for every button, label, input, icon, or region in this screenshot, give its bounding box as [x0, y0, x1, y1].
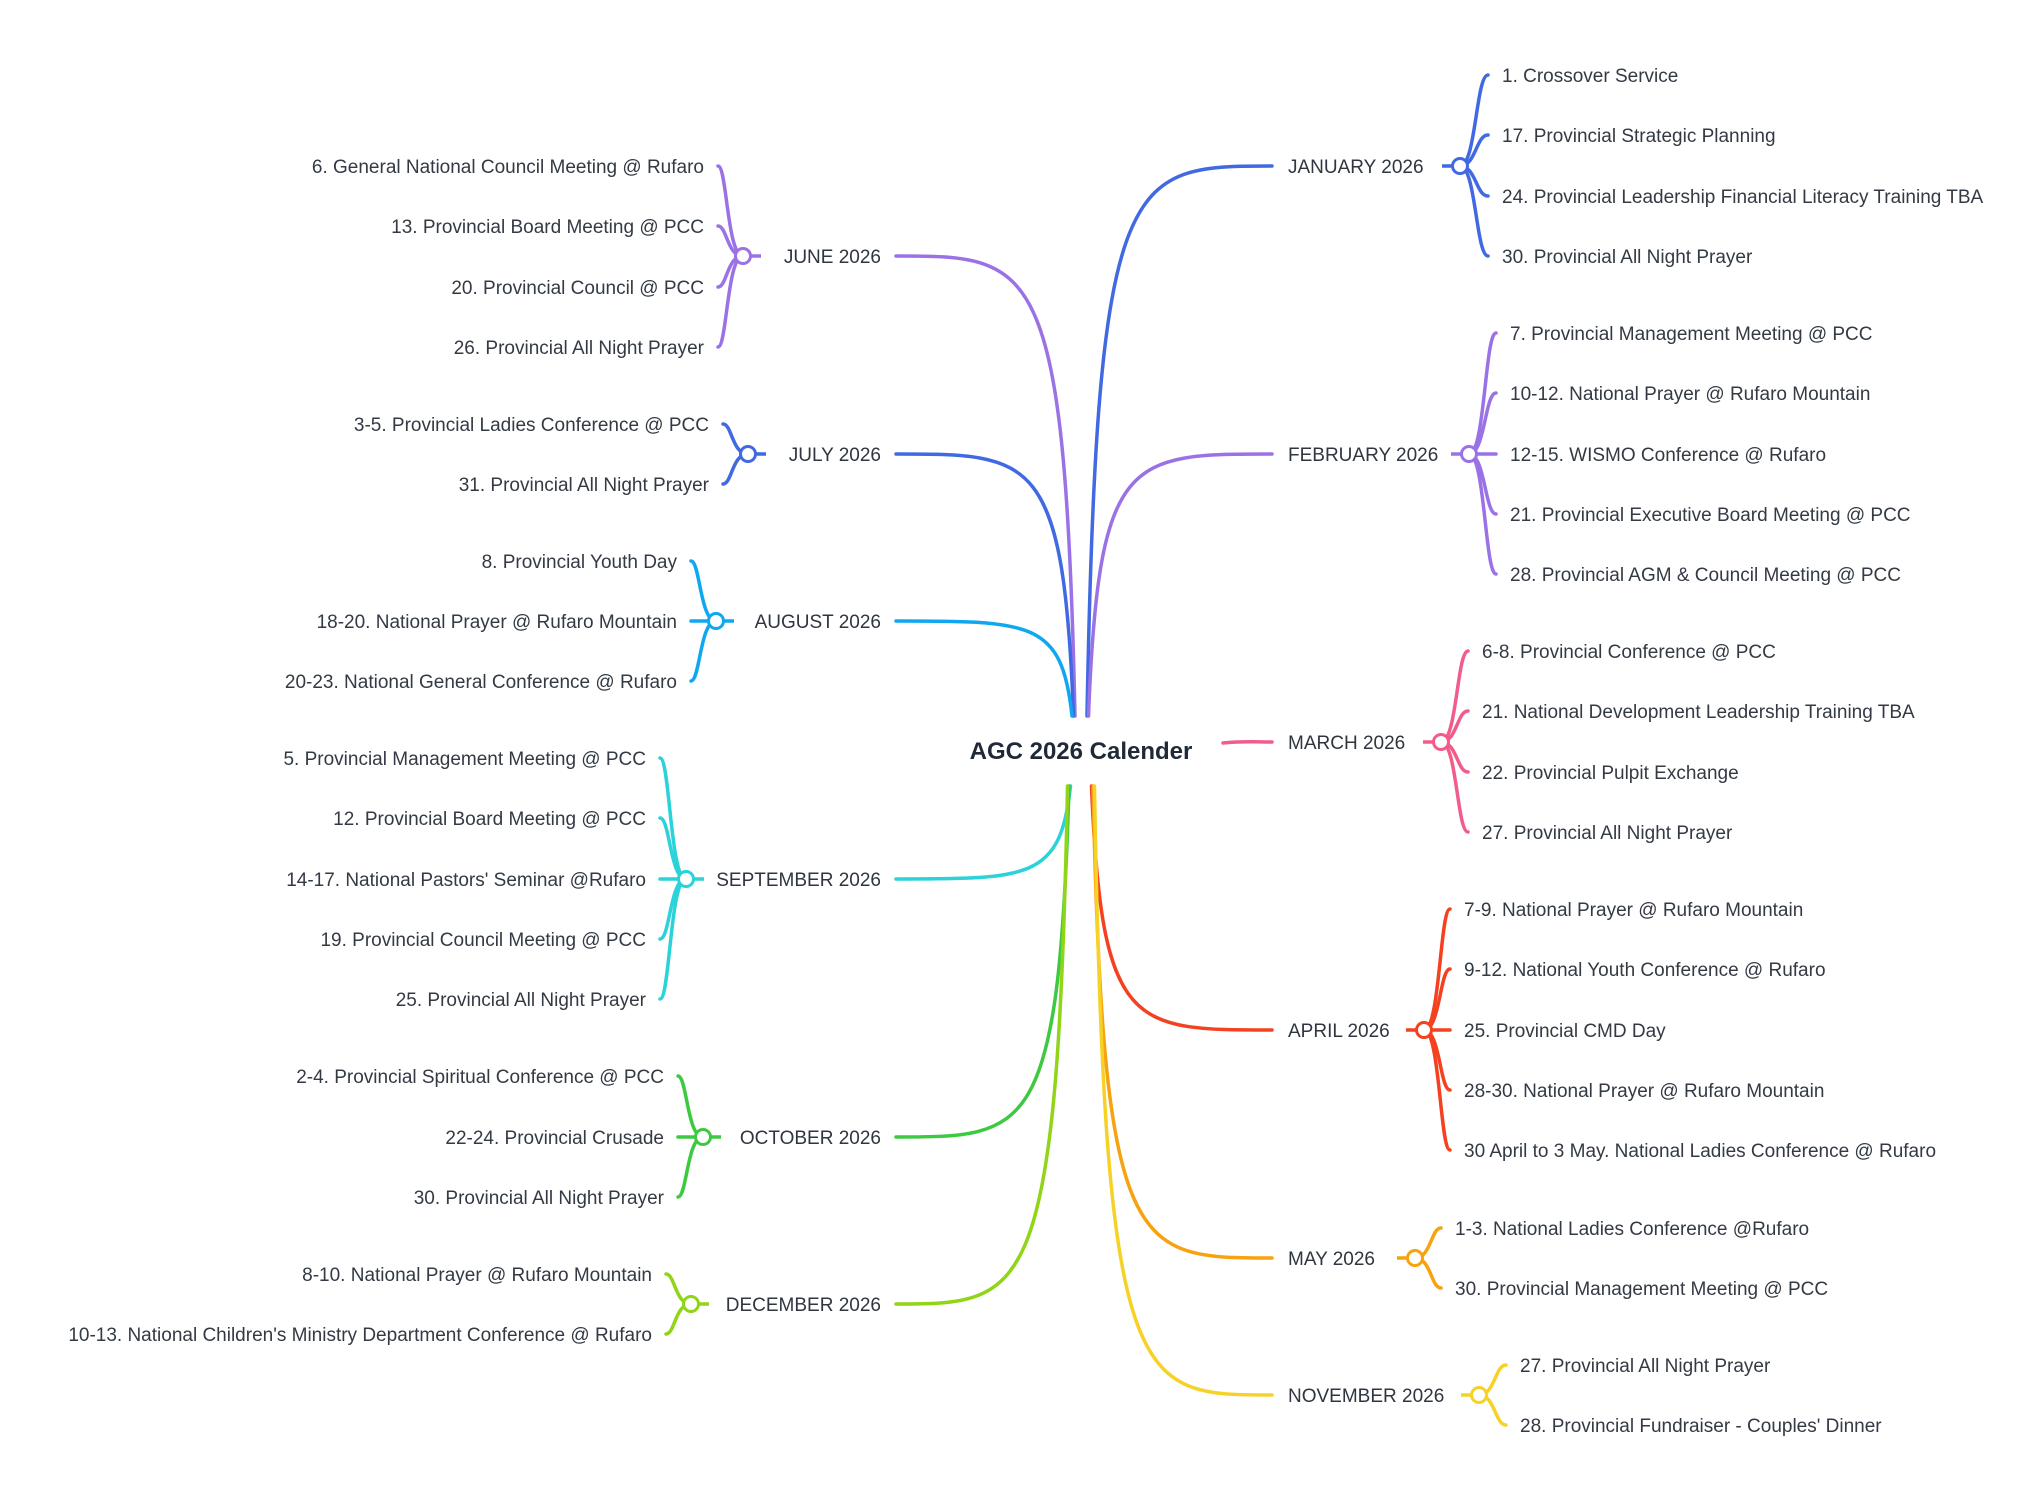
collapse-toggle-dec[interactable] — [682, 1295, 700, 1313]
event-item-feb-2[interactable]: 12-15. WISMO Conference @ Rufaro — [1510, 445, 1826, 466]
collapse-toggle-nov[interactable] — [1470, 1386, 1488, 1404]
branch-connector-mar — [1221, 740, 1274, 745]
branch-connector-sep — [894, 784, 1073, 881]
event-item-feb-3[interactable]: 21. Provincial Executive Board Meeting @… — [1510, 505, 1911, 526]
collapse-toggle-may[interactable] — [1406, 1249, 1424, 1267]
month-node-aug[interactable]: AUGUST 2026 — [755, 612, 881, 633]
event-connector-jun-0 — [716, 164, 745, 258]
branch-connector-feb — [1086, 452, 1274, 718]
month-node-jan[interactable]: JANUARY 2026 — [1288, 157, 1424, 178]
event-item-aug-0[interactable]: 8. Provincial Youth Day — [482, 552, 678, 573]
event-item-sep-0[interactable]: 5. Provincial Management Meeting @ PCC — [283, 749, 646, 770]
event-item-mar-0[interactable]: 6-8. Provincial Conference @ PCC — [1482, 642, 1776, 663]
collapse-toggle-apr[interactable] — [1415, 1021, 1433, 1039]
collapse-toggle-jul[interactable] — [739, 445, 757, 463]
month-node-mar[interactable]: MARCH 2026 — [1288, 733, 1405, 754]
event-connector-aug-2 — [689, 619, 718, 683]
event-item-sep-3[interactable]: 19. Provincial Council Meeting @ PCC — [320, 930, 646, 951]
collapse-toggle-mar[interactable] — [1432, 733, 1450, 751]
collapse-toggle-jun[interactable] — [734, 247, 752, 265]
event-item-jan-2[interactable]: 24. Provincial Leadership Financial Lite… — [1502, 187, 1984, 208]
month-node-oct[interactable]: OCTOBER 2026 — [740, 1128, 881, 1149]
event-item-mar-2[interactable]: 22. Provincial Pulpit Exchange — [1482, 763, 1739, 784]
month-node-jun[interactable]: JUNE 2026 — [784, 247, 881, 268]
event-item-apr-4[interactable]: 30 April to 3 May. National Ladies Confe… — [1464, 1141, 1936, 1162]
collapse-toggle-sep[interactable] — [677, 870, 695, 888]
event-item-jun-3[interactable]: 26. Provincial All Night Prayer — [454, 338, 705, 359]
event-item-may-1[interactable]: 30. Provincial Management Meeting @ PCC — [1455, 1279, 1828, 1300]
collapse-toggle-feb[interactable] — [1460, 445, 1478, 463]
event-item-dec-1[interactable]: 10-13. National Children's Ministry Depa… — [68, 1325, 652, 1346]
month-node-jul[interactable]: JULY 2026 — [789, 445, 881, 466]
event-item-oct-2[interactable]: 30. Provincial All Night Prayer — [414, 1188, 665, 1209]
event-item-apr-2[interactable]: 25. Provincial CMD Day — [1464, 1021, 1666, 1042]
month-node-dec[interactable]: DECEMBER 2026 — [726, 1295, 881, 1316]
event-connector-oct-2 — [676, 1135, 705, 1199]
event-connector-oct-0 — [676, 1074, 705, 1139]
event-item-jun-1[interactable]: 13. Provincial Board Meeting @ PCC — [391, 217, 704, 238]
branch-connector-dec — [894, 784, 1070, 1306]
event-item-sep-1[interactable]: 12. Provincial Board Meeting @ PCC — [333, 809, 646, 830]
branch-connector-nov — [1092, 784, 1274, 1397]
collapse-toggle-oct[interactable] — [694, 1128, 712, 1146]
event-item-mar-1[interactable]: 21. National Development Leadership Trai… — [1482, 702, 1915, 723]
branch-connector-may — [1091, 784, 1274, 1260]
event-item-apr-3[interactable]: 28-30. National Prayer @ Rufaro Mountain — [1464, 1081, 1824, 1102]
event-item-oct-1[interactable]: 22-24. Provincial Crusade — [445, 1128, 664, 1149]
event-item-mar-3[interactable]: 27. Provincial All Night Prayer — [1482, 823, 1733, 844]
event-item-jan-1[interactable]: 17. Provincial Strategic Planning — [1502, 126, 1776, 147]
event-item-nov-0[interactable]: 27. Provincial All Night Prayer — [1520, 1356, 1771, 1377]
event-item-may-0[interactable]: 1-3. National Ladies Conference @Rufaro — [1455, 1219, 1809, 1240]
event-item-apr-0[interactable]: 7-9. National Prayer @ Rufaro Mountain — [1464, 900, 1803, 921]
event-item-feb-4[interactable]: 28. Provincial AGM & Council Meeting @ P… — [1510, 565, 1901, 586]
month-node-may[interactable]: MAY 2026 — [1288, 1249, 1375, 1270]
event-item-aug-2[interactable]: 20-23. National General Conference @ Ruf… — [285, 672, 677, 693]
event-item-jan-0[interactable]: 1. Crossover Service — [1502, 66, 1678, 87]
event-item-sep-2[interactable]: 14-17. National Pastors' Seminar @Rufaro — [286, 870, 646, 891]
event-item-jun-2[interactable]: 20. Provincial Council @ PCC — [451, 278, 704, 299]
event-item-sep-4[interactable]: 25. Provincial All Night Prayer — [396, 990, 647, 1011]
branch-connector-apr — [1089, 784, 1274, 1032]
month-node-feb[interactable]: FEBRUARY 2026 — [1288, 445, 1438, 466]
month-node-sep[interactable]: SEPTEMBER 2026 — [716, 870, 881, 891]
event-item-feb-0[interactable]: 7. Provincial Management Meeting @ PCC — [1510, 324, 1873, 345]
branch-connector-aug — [894, 619, 1074, 718]
branch-connector-oct — [894, 784, 1071, 1139]
event-item-jun-0[interactable]: 6. General National Council Meeting @ Ru… — [312, 157, 704, 178]
branch-connector-jul — [894, 452, 1076, 718]
event-item-oct-0[interactable]: 2-4. Provincial Spiritual Conference @ P… — [296, 1067, 664, 1088]
month-node-apr[interactable]: APRIL 2026 — [1288, 1021, 1390, 1042]
branch-connector-jun — [894, 254, 1077, 718]
branch-connector-jan — [1085, 164, 1274, 718]
root-topic-title[interactable]: AGC 2026 Calender — [970, 738, 1193, 765]
event-item-apr-1[interactable]: 9-12. National Youth Conference @ Rufaro — [1464, 960, 1826, 981]
event-item-nov-1[interactable]: 28. Provincial Fundraiser - Couples' Din… — [1520, 1416, 1882, 1437]
collapse-toggle-jan[interactable] — [1451, 157, 1469, 175]
event-connector-aug-0 — [689, 559, 718, 623]
event-item-feb-1[interactable]: 10-12. National Prayer @ Rufaro Mountain — [1510, 384, 1870, 405]
event-item-jul-0[interactable]: 3-5. Provincial Ladies Conference @ PCC — [354, 415, 709, 436]
event-item-aug-1[interactable]: 18-20. National Prayer @ Rufaro Mountain — [317, 612, 677, 633]
event-item-jul-1[interactable]: 31. Provincial All Night Prayer — [459, 475, 710, 496]
collapse-toggle-aug[interactable] — [707, 612, 725, 630]
event-item-dec-0[interactable]: 8-10. National Prayer @ Rufaro Mountain — [302, 1265, 652, 1286]
month-node-nov[interactable]: NOVEMBER 2026 — [1288, 1386, 1444, 1407]
event-item-jan-3[interactable]: 30. Provincial All Night Prayer — [1502, 247, 1753, 268]
